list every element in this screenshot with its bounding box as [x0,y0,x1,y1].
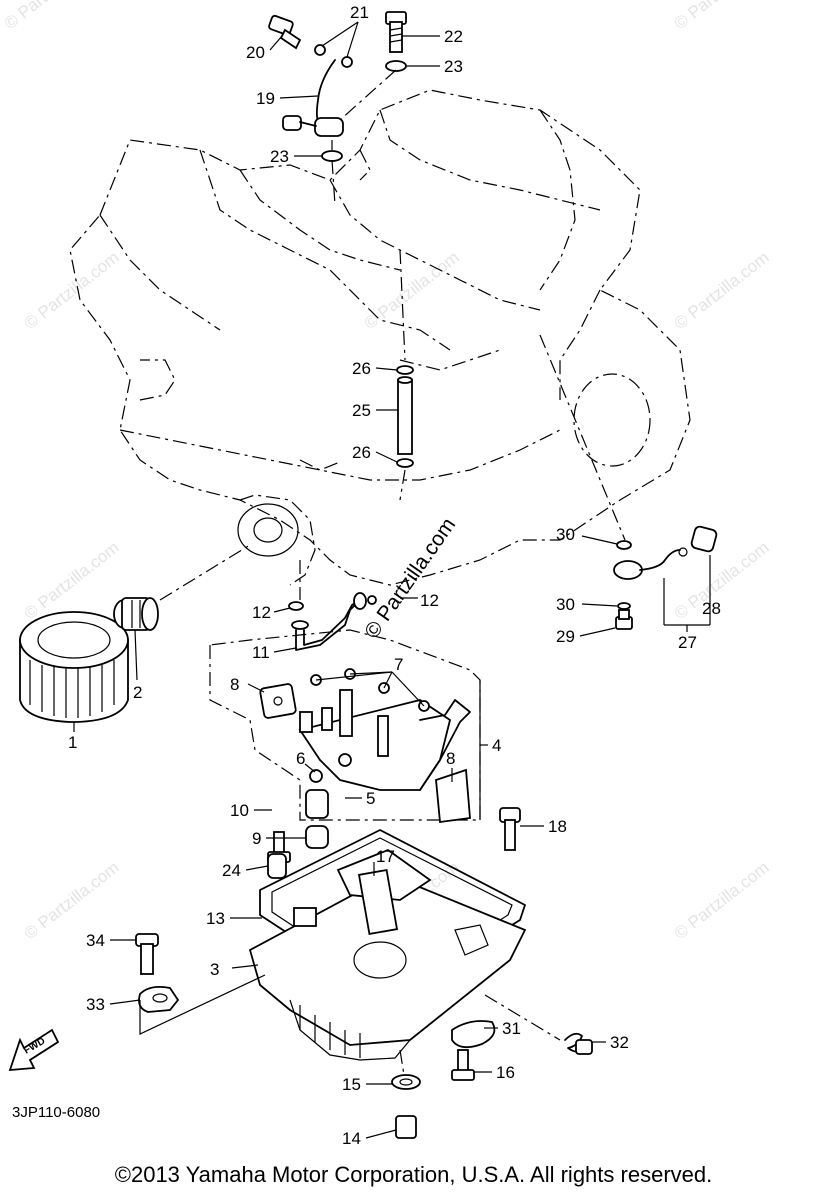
callout-12-right: 12 [420,591,439,610]
callout-27: 27 [678,633,697,652]
callout-7: 7 [394,655,403,674]
callout-34: 34 [86,931,105,950]
callout-14: 14 [342,1129,361,1148]
callout-6: 6 [296,749,305,768]
callout-2: 2 [133,683,142,702]
callout-22: 22 [444,27,463,46]
oil-delivery-pipe-top[interactable] [268,11,407,162]
oil-pipe-11[interactable] [288,592,377,651]
oil-pipe[interactable] [396,365,414,468]
watermark: © Partzilla.com [361,248,463,334]
watermark: © Partzilla.com [671,0,773,33]
callout-32: 32 [610,1033,629,1052]
callout-8-right: 8 [446,749,455,768]
collar-9[interactable] [305,825,329,849]
copyright-notice: ©2013 Yamaha Motor Corporation, U.S.A. A… [114,1162,713,1187]
callout-25: 25 [352,401,371,420]
dowel-pin-24[interactable] [267,853,287,879]
callout-10: 10 [230,801,249,820]
callout-21: 21 [350,3,369,22]
callout-17: 17 [376,847,395,866]
callout-24: 24 [222,861,241,880]
watermark: © Partzilla.com [671,248,773,334]
callout-30-bottom: 30 [556,595,575,614]
watermark: © Partzilla.com [21,538,123,624]
diagram-code: 3JP110-6080 [12,1104,101,1121]
callout-16: 16 [496,1063,515,1082]
callout-23-top: 23 [444,57,463,76]
callout-19: 19 [256,89,275,108]
filter-union-bolt[interactable] [113,597,159,631]
callout-29: 29 [556,627,575,646]
filter-mount-boss [237,503,299,557]
callout-3: 3 [210,960,219,979]
watermark: © Partzilla.com [21,858,123,944]
callout-15: 15 [342,1075,361,1094]
callout-13: 13 [206,909,225,928]
oil-strainer-assembly[interactable] [209,629,481,824]
callouts: 1 2 3 4 5 6 7 8 8 9 10 11 [68,3,721,1148]
plate-31[interactable] [451,1020,496,1049]
callout-28: 28 [702,599,721,618]
callout-30-top: 30 [556,525,575,544]
callout-4: 4 [492,736,501,755]
watermark: © Partzilla.com [671,858,773,944]
bracket-33[interactable] [138,985,180,1013]
watermark: © Partzilla.com [1,0,103,33]
callout-18: 18 [548,817,567,836]
callout-9: 9 [252,829,261,848]
callout-11: 11 [252,643,270,662]
callout-26-bottom: 26 [352,443,371,462]
callout-12-left: 12 [252,603,271,622]
callout-23-mid: 23 [270,147,289,166]
watermark-layer: © Partzilla.com © Partzilla.com © Partzi… [1,0,773,943]
crankcase-outline [69,89,691,586]
fwd-arrow-icon: FWD [8,1028,60,1072]
center-watermark: © Partzilla.com [360,514,460,643]
bolt-18[interactable] [499,807,521,851]
callout-33: 33 [86,995,105,1014]
callout-1: 1 [68,733,77,752]
callout-20: 20 [246,43,265,62]
drain-plug[interactable] [391,1074,421,1139]
oil-pan[interactable] [248,829,527,1061]
bolt-16[interactable] [451,1049,475,1081]
callout-8-left: 8 [230,675,239,694]
callout-26-top: 26 [352,359,371,378]
callout-31: 31 [502,1019,521,1038]
oil-filter[interactable] [19,611,129,723]
oil-hose-right[interactable] [613,525,718,630]
bolt-34[interactable] [135,933,159,975]
callout-5: 5 [366,789,375,808]
spring-32[interactable] [564,1032,593,1055]
